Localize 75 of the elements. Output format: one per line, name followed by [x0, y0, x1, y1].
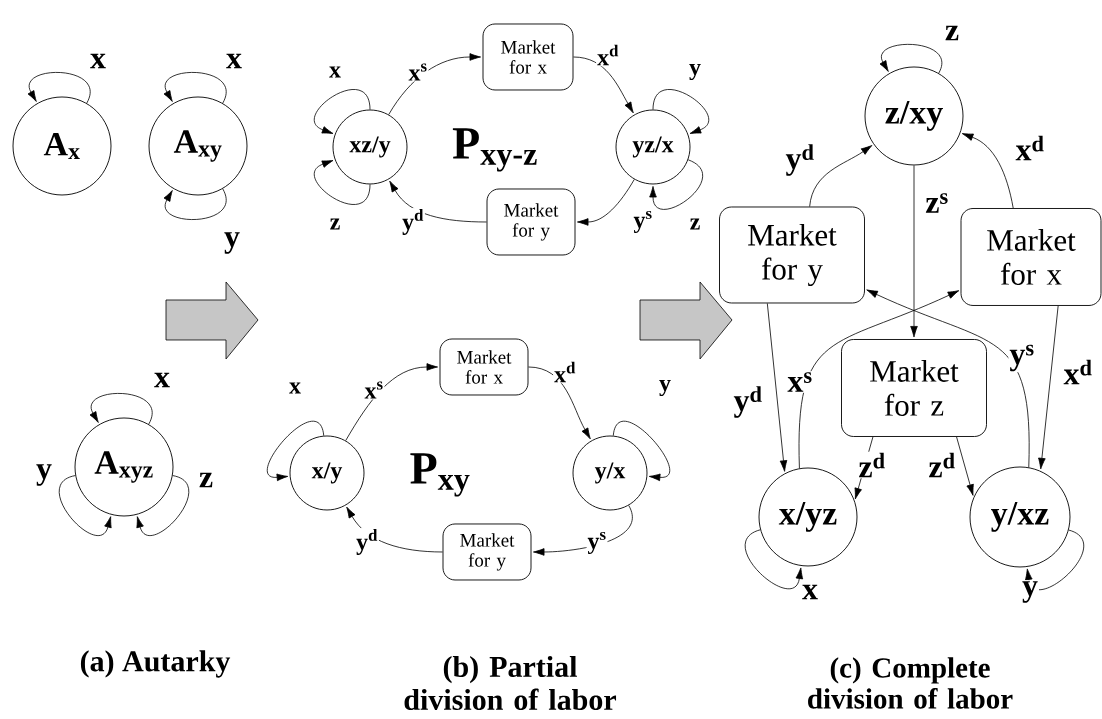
- edge-label: x: [153, 371, 171, 389]
- edge-label: z$^{s}$: [924, 192, 950, 214]
- market-box: Market for z: [841, 339, 987, 437]
- edge-label: z$^{d}$: [927, 451, 957, 479]
- arrow: [809, 145, 873, 207]
- edge-label: y$^{d}$: [732, 385, 764, 419]
- loop-arrow: [163, 72, 227, 104]
- loop-arrow: [1025, 529, 1084, 590]
- loop-arrow: [744, 529, 804, 589]
- loop-arrow: [313, 160, 371, 205]
- panel-caption: (b) Partial division of labor: [404, 655, 617, 711]
- loop-arrow: [879, 44, 943, 74]
- edge-label: x: [225, 52, 243, 70]
- arrow: [961, 133, 1014, 209]
- loop-arrow: [649, 159, 703, 210]
- edge-label: z: [943, 24, 961, 42]
- edge-label: x$^{d}$: [553, 360, 577, 384]
- arrow: [866, 289, 1030, 468]
- loop-arrow: [163, 188, 227, 220]
- edge-label: z: [328, 217, 342, 231]
- market-box: Market for x: [482, 23, 574, 91]
- edge-label: z$^{d}$: [857, 451, 887, 479]
- arrow: [533, 505, 633, 556]
- arrow: [388, 53, 481, 115]
- pattern-label: P$_{xy}$: [410, 453, 470, 497]
- arrow: [346, 506, 443, 553]
- edge-label: z: [197, 471, 215, 489]
- edge-label: y$^{s}$: [1008, 343, 1036, 373]
- market-box: Market for y: [486, 188, 576, 256]
- edge-label: y: [223, 231, 241, 255]
- pattern-label: P$_{xy-z}$: [452, 128, 537, 172]
- loop-arrow: [136, 475, 190, 536]
- loop-arrow: [89, 393, 153, 425]
- market-box: Market for y: [719, 206, 865, 304]
- loop-arrow: [58, 475, 112, 536]
- market-box: Market for x: [960, 208, 1102, 306]
- edge-label: y$^{d}$: [401, 208, 425, 236]
- edge-label: x$^{d}$: [596, 43, 620, 67]
- loop-arrow: [313, 89, 371, 134]
- edge-label: x$^{s}$: [363, 380, 385, 400]
- edge-label: y$^{d}$: [784, 143, 816, 177]
- edge-label: z: [688, 217, 702, 231]
- loop-arrow: [266, 421, 325, 482]
- arrow: [573, 56, 634, 114]
- arrow: [528, 366, 591, 440]
- edge-label: y: [658, 378, 672, 398]
- loop-arrow: [612, 421, 671, 482]
- arrow: [577, 179, 635, 226]
- edge-label: y$^{s}$: [632, 209, 654, 235]
- edge-label: x$^{s}$: [407, 62, 429, 82]
- arrow: [766, 303, 788, 472]
- edge-label: y: [1021, 580, 1039, 604]
- edge-label: x$^{d}$: [1062, 358, 1094, 386]
- arrow: [910, 165, 918, 338]
- edge-label: x$^{s}$: [786, 371, 814, 393]
- arrow: [389, 180, 487, 223]
- edge-label: x: [328, 65, 342, 79]
- loop-arrow: [27, 72, 91, 104]
- edge-label: y: [35, 463, 53, 487]
- panel-caption: (c) Complete division of labor: [808, 657, 1013, 709]
- edge-label: x: [89, 52, 107, 70]
- arrow: [1038, 305, 1059, 470]
- arrow: [345, 363, 438, 441]
- arrow: [956, 436, 974, 496]
- edge-label: y$^{s}$: [586, 530, 608, 556]
- loop-arrow: [652, 89, 710, 134]
- edge-label: y$^{d}$: [355, 528, 379, 556]
- panel-caption: (a) Autarky: [80, 650, 231, 678]
- market-box: Market for x: [439, 338, 529, 396]
- edge-label: x: [288, 381, 302, 395]
- edge-label: y: [688, 62, 702, 82]
- edge-label: x$^{d}$: [1014, 134, 1046, 162]
- market-box: Market for y: [442, 523, 532, 581]
- arrow: [798, 290, 960, 469]
- edge-label: x: [801, 583, 819, 601]
